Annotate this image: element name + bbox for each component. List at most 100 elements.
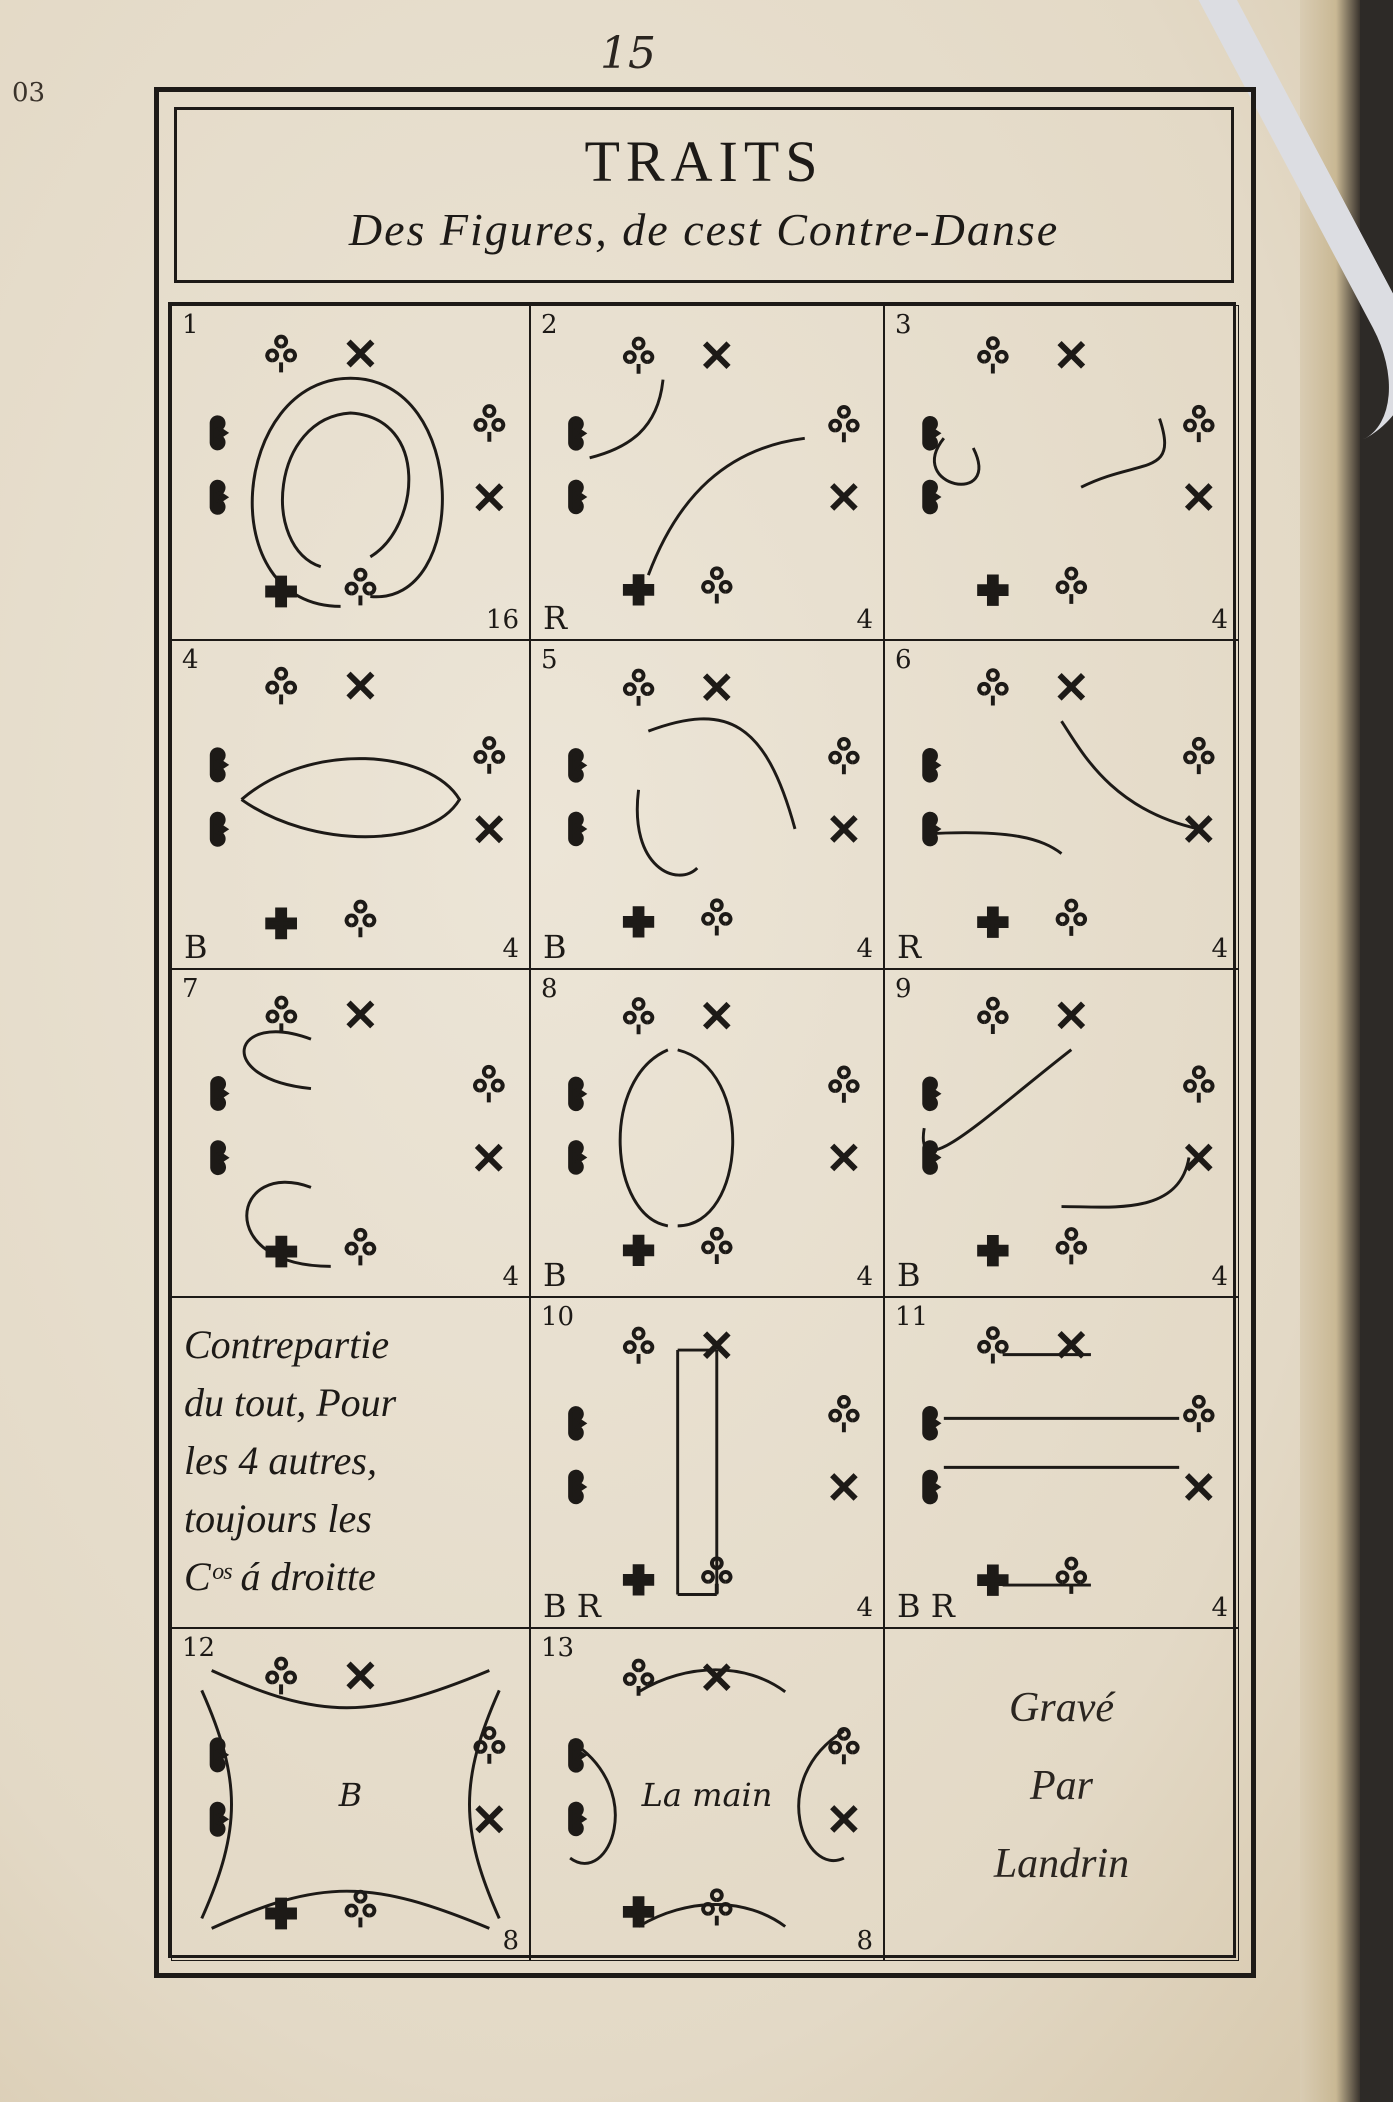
figure-label: B <box>338 1775 363 1814</box>
dancer-cross-icon <box>830 1805 858 1833</box>
dancer-pattee-icon <box>265 907 297 940</box>
dancer-cross-icon <box>1184 483 1213 511</box>
figure-number: 13 <box>541 1633 575 1663</box>
dancer-path <box>677 1048 735 1228</box>
figure-count: 8 <box>856 1926 873 1956</box>
dancer-club-icon <box>210 1140 230 1176</box>
dancer-trefoil-icon <box>701 1226 733 1265</box>
figure-diagram <box>921 996 1215 1267</box>
figure-letter: B <box>543 1256 567 1294</box>
dancer-path <box>924 831 1063 855</box>
dancer-pattee-icon <box>622 1234 655 1266</box>
dancer-club-icon <box>568 1469 588 1505</box>
dancer-trefoil-icon <box>344 1227 377 1266</box>
figure-number: 7 <box>182 974 199 1004</box>
dancer-cross-icon <box>702 1001 731 1030</box>
dancer-trefoil-icon <box>622 336 655 374</box>
dancer-club-icon <box>568 1801 588 1837</box>
dancer-pattee-icon <box>977 1564 1009 1596</box>
figure-count: 4 <box>856 1262 873 1292</box>
dancer-path <box>647 717 797 830</box>
figure-number: 3 <box>895 310 912 340</box>
dancer-cross-icon <box>346 339 375 368</box>
dancer-club-icon <box>568 1406 588 1441</box>
figure-diagram <box>568 1658 860 1928</box>
dancer-trefoil-icon <box>1183 1065 1215 1103</box>
figure-number: 2 <box>541 310 558 340</box>
dancer-path <box>618 1048 669 1228</box>
figure-letter: B <box>184 928 208 966</box>
figure-count: 4 <box>502 1262 519 1292</box>
title-box: TRAITS Des Figures, de cest Contre-Danse <box>174 107 1234 283</box>
figure-count: 4 <box>1211 934 1228 964</box>
figure-count: 4 <box>856 934 873 964</box>
dancer-cross-icon <box>1057 1001 1086 1030</box>
dancer-path <box>468 1689 501 1920</box>
dancer-club-icon <box>210 1076 230 1111</box>
figure-letter: B R <box>897 1587 955 1625</box>
dancer-trefoil-icon <box>1055 898 1088 936</box>
dancer-path <box>250 376 444 608</box>
dancer-trefoil-icon <box>1055 1227 1088 1265</box>
dancer-path <box>200 1689 233 1920</box>
page-edges <box>1300 0 1360 2102</box>
note-line: les 4 autres, <box>184 1438 377 1483</box>
dancer-path <box>245 1180 331 1268</box>
dancer-trefoil-icon <box>622 668 655 706</box>
dancer-pattee-icon <box>265 1897 297 1930</box>
dancer-trefoil-icon <box>977 996 1009 1034</box>
figure-diagram <box>922 336 1215 606</box>
dancer-pattee-icon <box>265 1235 298 1268</box>
dancer-club-icon <box>209 1801 230 1837</box>
figure-count: 4 <box>1211 1593 1228 1623</box>
dancer-trefoil-icon <box>701 898 733 936</box>
dancer-pattee-icon <box>622 1564 655 1596</box>
dancer-trefoil-icon <box>1055 566 1088 604</box>
figure-diagram <box>568 997 860 1266</box>
engraver-line: Gravé <box>1009 1685 1114 1731</box>
dancer-trefoil-icon <box>1183 404 1215 443</box>
plate-title: TRAITS <box>584 129 824 194</box>
dancer-trefoil-icon <box>828 737 860 775</box>
dancer-trefoil-icon <box>701 566 733 604</box>
dancer-cross-icon <box>475 1805 504 1834</box>
dancer-path <box>569 1739 617 1865</box>
dancer-club-icon <box>568 479 588 515</box>
note-line: Cᵒˢ á droitte <box>184 1554 376 1599</box>
dancer-pattee-icon <box>622 906 655 938</box>
dancer-club-icon <box>922 748 942 783</box>
dancer-path <box>1080 418 1166 489</box>
dancer-club-icon <box>209 747 230 783</box>
dancer-path <box>589 379 665 460</box>
dancer-cross-icon <box>1184 1143 1213 1172</box>
figure-number: 12 <box>182 1633 216 1663</box>
dancer-trefoil-icon <box>1183 1394 1215 1433</box>
dancer-club-icon <box>922 1140 942 1175</box>
dancer-cross-icon <box>346 671 375 700</box>
figure-count: 4 <box>502 934 519 964</box>
dancer-path <box>635 789 699 877</box>
margin-note: 03 <box>12 78 46 108</box>
dancer-path <box>646 436 805 576</box>
figure-number: 8 <box>541 974 558 1004</box>
dancer-trefoil-icon <box>265 334 297 373</box>
dancer-club-icon <box>568 811 588 847</box>
dancer-club-icon <box>922 1076 942 1112</box>
dancer-pattee-icon <box>977 1234 1009 1267</box>
dancer-club-icon <box>922 1469 942 1505</box>
dancer-trefoil-icon <box>344 567 377 606</box>
figure-letter: B <box>543 928 567 966</box>
dancer-trefoil-icon <box>701 1556 733 1594</box>
engraver-line: Par <box>1030 1763 1093 1809</box>
dancer-trefoil-icon <box>1055 1556 1088 1594</box>
dancer-pattee-icon <box>622 1896 655 1928</box>
dancer-club-icon <box>922 479 942 515</box>
figure-count: 4 <box>856 1593 873 1623</box>
dancer-club-icon <box>568 1738 588 1773</box>
